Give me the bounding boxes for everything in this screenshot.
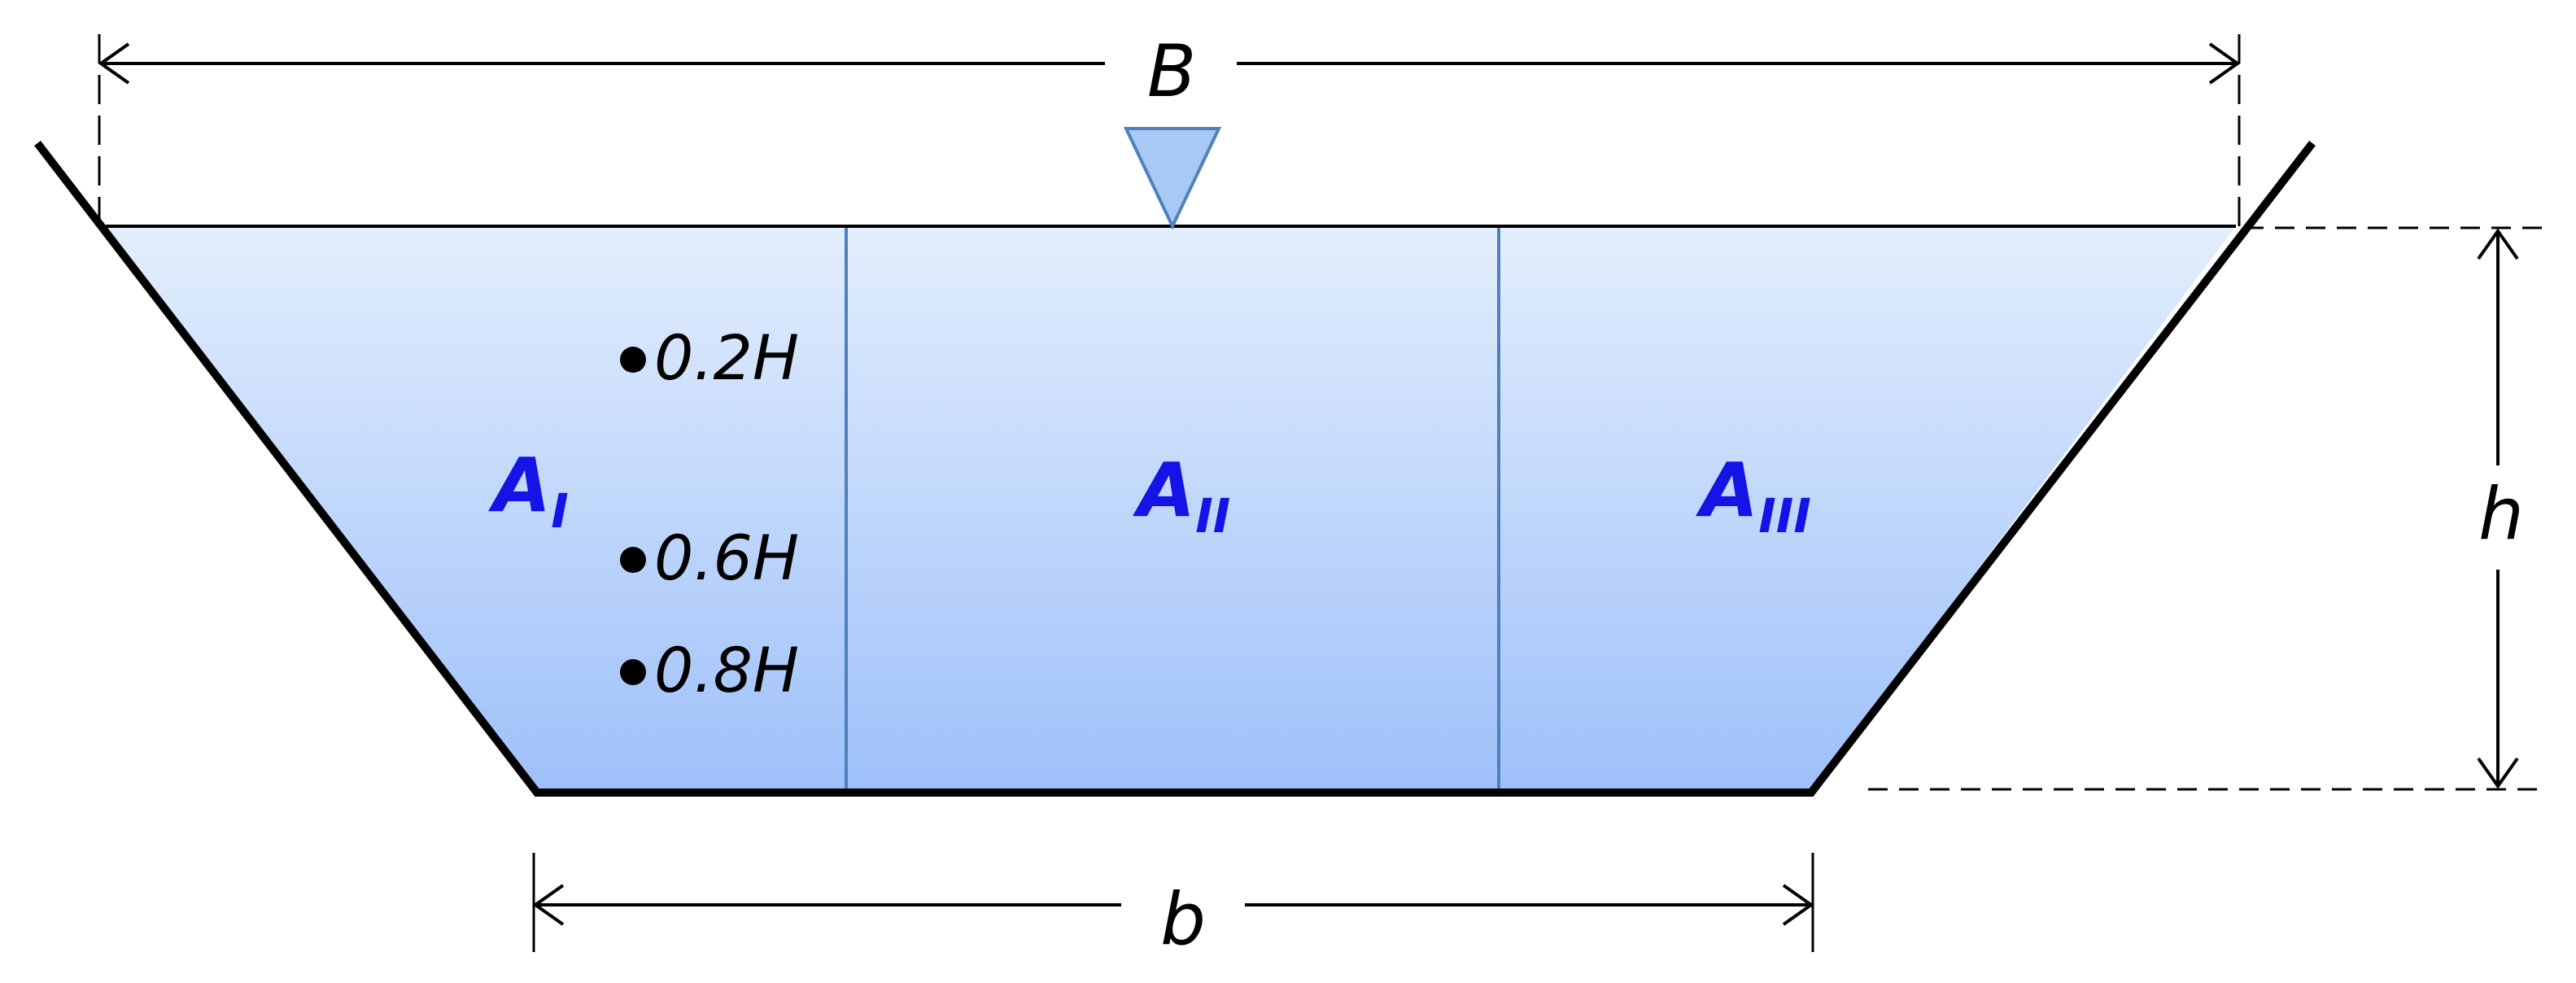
area-label-main: A bbox=[488, 442, 551, 529]
area-label-subscript: III bbox=[1758, 488, 1811, 544]
bottom-width-arrowhead-right bbox=[1782, 884, 1814, 926]
water-surface-marker-icon bbox=[1123, 127, 1222, 230]
depth-label: h bbox=[2478, 472, 2524, 556]
area-label-main: A bbox=[1133, 447, 1195, 534]
top-width-arrowhead-right bbox=[2208, 42, 2241, 85]
measurement-point-dot bbox=[620, 347, 646, 373]
area-label: AII bbox=[1133, 447, 1230, 544]
area-label-subscript: I bbox=[551, 483, 569, 539]
bottom-width-label: b bbox=[1160, 877, 1206, 961]
measurement-point-label: 0.6H bbox=[654, 522, 799, 594]
depth-arrowhead-bottom bbox=[2477, 757, 2519, 789]
measurement-point-dot bbox=[620, 659, 646, 685]
channel-outline bbox=[34, 140, 2316, 797]
top-width-arrowhead-left bbox=[98, 42, 130, 85]
measurement-point-label: 0.2H bbox=[654, 321, 799, 394]
area-label: AIII bbox=[1696, 447, 1811, 544]
measurement-point-dot bbox=[620, 547, 646, 573]
depth-arrowhead-top bbox=[2477, 228, 2519, 260]
bottom-width-arrowhead-left bbox=[532, 884, 565, 926]
area-label-subscript: II bbox=[1195, 488, 1230, 544]
top-width-label: B bbox=[1147, 29, 1196, 113]
measurement-point-label: 0.8H bbox=[654, 634, 799, 706]
area-label: AI bbox=[488, 442, 569, 539]
area-label-main: A bbox=[1696, 447, 1758, 534]
